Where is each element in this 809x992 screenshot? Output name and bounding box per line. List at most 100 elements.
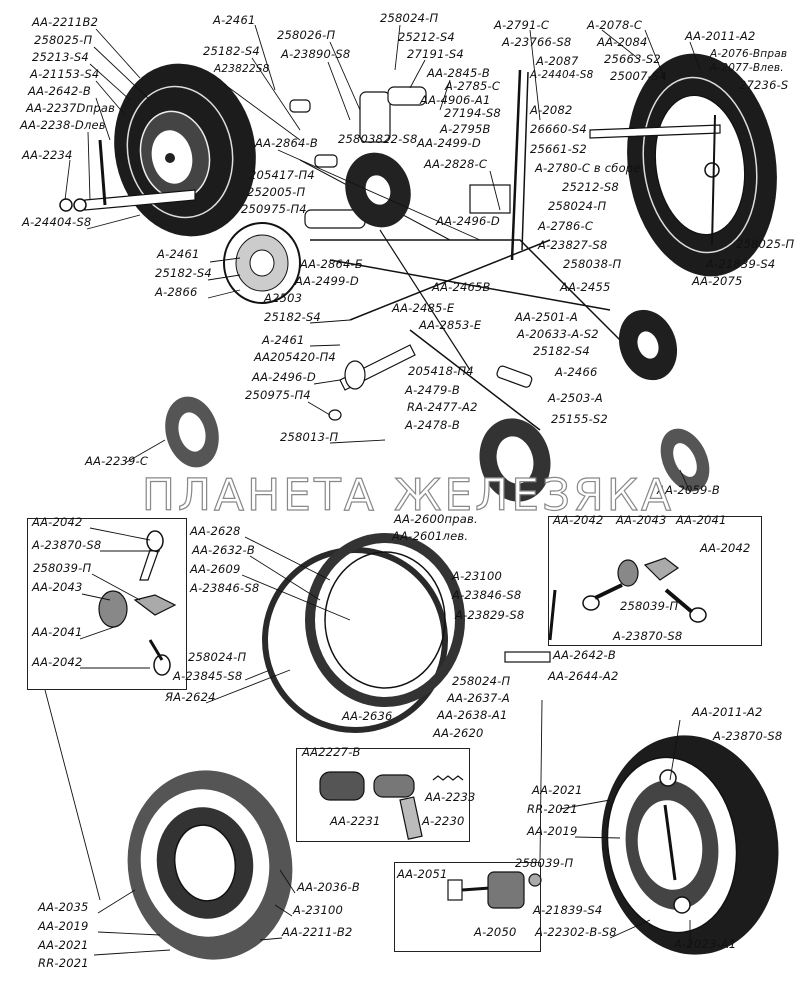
- part-label: АА-2043: [616, 513, 667, 527]
- part-label: А-2023-А1: [674, 937, 737, 951]
- part-label: АА-2042: [32, 515, 83, 529]
- part-label: АА-2496-D: [436, 214, 500, 228]
- part-label: АА-2637-А: [447, 691, 510, 705]
- brake-shoes-assembly: [262, 533, 557, 733]
- part-label: А-23100: [452, 569, 502, 583]
- cross-shaft: [328, 344, 533, 421]
- brake-drum-small-center: [345, 152, 411, 228]
- part-label: А-2087: [536, 54, 579, 68]
- part-label: АА-2499-D: [417, 136, 481, 150]
- part-label: А-2795В: [440, 122, 491, 136]
- part-label: АА-2864-Б: [300, 257, 363, 271]
- part-label: А-20633-А-S2: [517, 327, 599, 341]
- part-label: АА-2237Dправ: [26, 101, 116, 115]
- dust-shield-left: [165, 396, 219, 468]
- part-label: АА-2864-В: [255, 136, 318, 150]
- part-label: АА-2019: [38, 919, 89, 933]
- part-label: АА-2211В2: [32, 15, 99, 29]
- part-label: А-2078-С: [587, 18, 643, 32]
- part-label: 258026-П: [277, 28, 336, 42]
- part-label: А-23766-S8: [502, 35, 572, 49]
- part-label: АА-2238-Dлев: [20, 118, 106, 132]
- part-label: А-2461: [157, 247, 200, 261]
- part-label: 26660-S4: [530, 122, 587, 136]
- part-label: АА-2011-А2: [692, 705, 763, 719]
- part-label: АА-2036-В: [297, 880, 360, 894]
- part-label: АА-2828-С: [424, 157, 488, 171]
- part-label: А-2503-А: [548, 391, 603, 405]
- part-label: 25803822-S8: [338, 132, 418, 146]
- part-label: АА-2041: [32, 625, 83, 639]
- part-label: АА-2019: [527, 824, 578, 838]
- inset-adjuster-right: [548, 516, 762, 646]
- part-label: АА-2059-В: [657, 483, 720, 497]
- part-label: 25213-S4: [32, 50, 89, 64]
- part-label: 258013-П: [280, 430, 339, 444]
- part-label: АА-2011-А2: [685, 29, 756, 43]
- part-label: АА-2638-А1: [437, 708, 508, 722]
- part-label: А-2785-С: [445, 79, 501, 93]
- part-label: АА205420-П4: [254, 350, 336, 364]
- part-label: 25182-S4: [155, 266, 212, 280]
- part-label: 25663-S2: [604, 52, 661, 66]
- part-label: АА-2499-D: [295, 274, 359, 288]
- part-label: 258024-П: [380, 11, 439, 25]
- part-label: А-22302-В-S8: [535, 925, 617, 939]
- brake-drum-top-right: [589, 53, 777, 277]
- part-label: А-2461: [213, 13, 256, 27]
- part-label: АА-2042: [32, 655, 83, 669]
- part-label: А-23890-S8: [281, 47, 351, 61]
- part-label: АА-2628: [190, 524, 241, 538]
- brake-drum-right-mid: [618, 309, 678, 381]
- part-label: АА-2084: [597, 35, 648, 49]
- part-label: АА2227-В: [302, 745, 361, 759]
- brake-drum-bottom-left: [127, 770, 293, 960]
- part-label: А-2791-С: [494, 18, 550, 32]
- part-label: 252005-П: [247, 185, 306, 199]
- part-label: 258039-П: [33, 561, 92, 575]
- part-label: АА-2501-А: [515, 310, 578, 324]
- part-label: АА-2642-В: [553, 648, 616, 662]
- brake-drum-top-left: [59, 63, 256, 237]
- part-label: А-21839-S4: [533, 903, 603, 917]
- inset-sleeve-parts: [296, 748, 470, 842]
- part-label: 25182-S4: [203, 44, 260, 58]
- part-label: 258024-П: [188, 650, 247, 664]
- part-label: 258024-П: [452, 674, 511, 688]
- part-label: А-2050: [474, 925, 517, 939]
- part-label: 205418-П4: [408, 364, 474, 378]
- part-label: 25155-S2: [551, 412, 608, 426]
- part-label: АА-2021: [38, 938, 89, 952]
- part-label: 258025-П: [34, 33, 93, 47]
- part-label: АА-2075: [692, 274, 743, 288]
- part-label: 27236-S: [739, 78, 789, 92]
- part-label: А-2077-Влев.: [710, 62, 784, 74]
- part-label: А-23827-S8: [538, 238, 608, 252]
- part-label: 25182-S4: [533, 344, 590, 358]
- part-label: АА-2642-В: [28, 84, 91, 98]
- part-label: А-2780-С в сборе: [535, 161, 641, 175]
- part-label: АА-2455: [560, 280, 611, 294]
- part-label: АА-2636: [342, 709, 393, 723]
- part-label: А-23845-S8: [173, 669, 243, 683]
- brake-drum-bottom-right: [601, 735, 779, 955]
- part-label: ЯА-2624: [165, 690, 216, 704]
- inset-adjuster-left: [27, 518, 187, 690]
- part-label: 27191-S4: [407, 47, 464, 61]
- part-label: АА-2233: [425, 790, 476, 804]
- part-label: А-23829-S8: [455, 608, 525, 622]
- part-label: 250975-П4: [241, 202, 307, 216]
- part-label: 258025-П: [736, 237, 795, 251]
- part-label: АА-2496-D: [252, 370, 316, 384]
- part-label: 258039-П: [620, 599, 679, 613]
- part-label: RR-2021: [38, 956, 89, 970]
- part-label: АА-4906-А1: [420, 93, 491, 107]
- part-label: А2503: [264, 291, 303, 305]
- part-label: А-2230: [422, 814, 465, 828]
- part-label: АА-2239-С: [85, 454, 149, 468]
- part-label: А-23870-S8: [32, 538, 102, 552]
- part-label: АА-2465В: [432, 280, 491, 294]
- part-label: А-21839-S4: [706, 257, 776, 271]
- part-label: А23822S8: [214, 63, 270, 75]
